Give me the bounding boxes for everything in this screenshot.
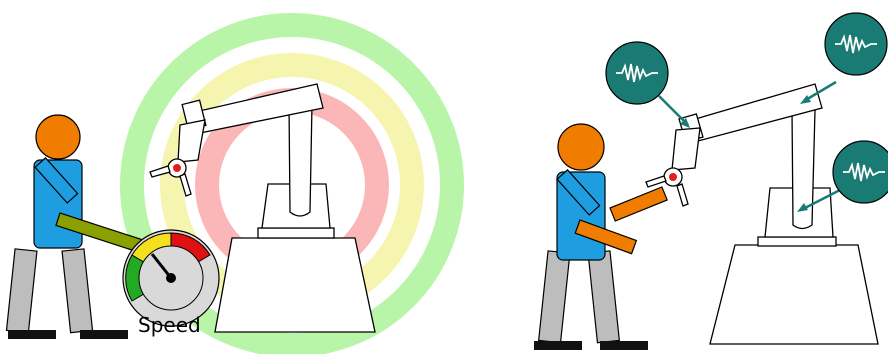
robot-finger-right-a [646, 176, 666, 187]
robot-column-left [289, 104, 312, 216]
robot-forearm-right [672, 128, 700, 170]
person-left-foot-front [80, 330, 128, 339]
robot-gripper-dot-left [173, 164, 181, 172]
robot-finger-right-b [677, 184, 688, 206]
robot-gripper-dot-right [669, 173, 677, 181]
person-right [534, 124, 667, 350]
person-left-foot-back [8, 330, 56, 339]
sensor-joint-callout [606, 42, 690, 128]
person-right-leg-front [588, 251, 619, 343]
signal-wave-icon [825, 13, 887, 75]
gauge-pivot [166, 273, 176, 283]
speed-label: Speed [138, 313, 201, 337]
person-right-foot-back [534, 341, 582, 350]
signal-wave-icon [606, 42, 668, 104]
robot-arm-right [646, 84, 878, 344]
person-right-head [558, 124, 604, 170]
robot-base-plate-right [758, 237, 836, 246]
person-right-foot-front [600, 341, 648, 350]
person-right-leg-back [539, 251, 570, 343]
person-left-leg-back [6, 249, 36, 333]
robot-base-right [710, 245, 878, 344]
person-left-head [36, 115, 80, 159]
robot-base-plate-left [258, 228, 334, 238]
left-panel: Speed [6, 25, 452, 345]
person-right-tool-offered [610, 187, 667, 221]
right-panel [534, 13, 888, 350]
robot-base-left [215, 238, 375, 332]
person-left-leg-front [62, 249, 92, 333]
